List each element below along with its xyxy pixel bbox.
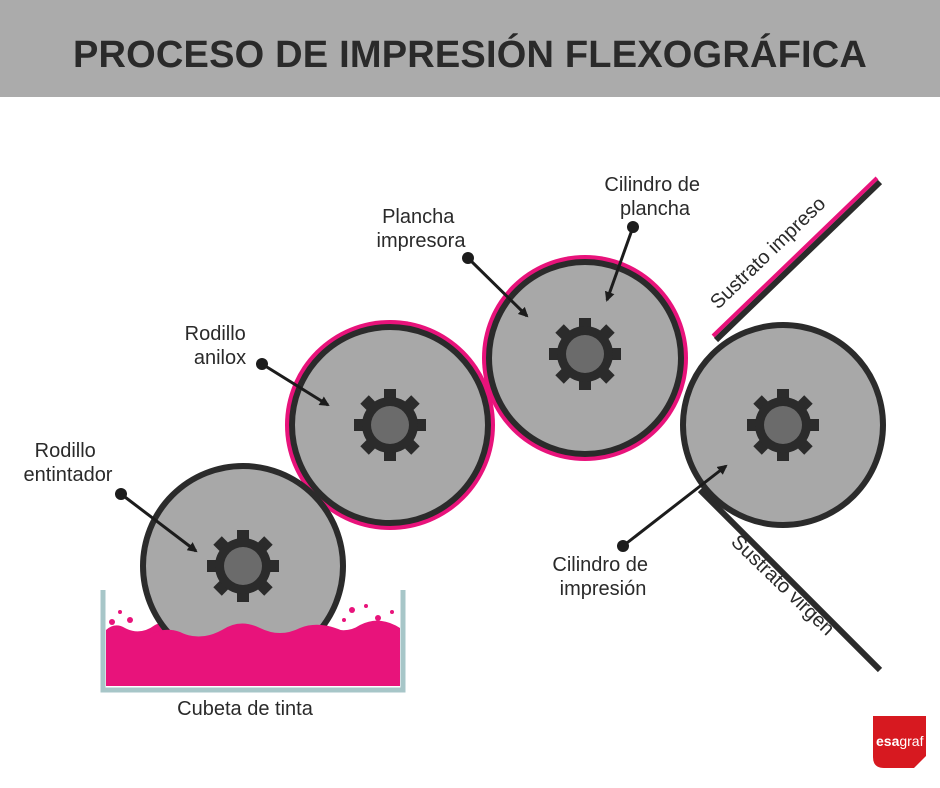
- virgin-substrate: [697, 487, 883, 673]
- label-rodillo-entintador: Rodillo entintador: [24, 440, 113, 486]
- label-cilindro-impresion: Cilindro de impresión: [552, 554, 653, 600]
- label-sustrato-impreso: Sustrato impreso: [706, 193, 830, 314]
- header-bar: PROCESO DE IMPRESIÓN FLEXOGRÁFICA: [0, 0, 940, 97]
- label-sustrato-virgen: Sustrato virgen: [727, 531, 839, 640]
- impression-cylinder: [680, 322, 886, 528]
- label-cubeta-tinta: Cubeta de tinta: [177, 698, 314, 720]
- esagraf-logo: esagraf: [873, 716, 926, 768]
- label-cilindro-plancha: Cilindro de plancha: [604, 174, 705, 220]
- plate-cylinder: [486, 259, 684, 457]
- callout-arrows: [115, 221, 728, 553]
- svg-text:esagraf: esagraf: [876, 733, 924, 749]
- anilox-roller: [289, 324, 491, 526]
- page-title: PROCESO DE IMPRESIÓN FLEXOGRÁFICA: [72, 34, 868, 76]
- printed-substrate: [713, 179, 883, 343]
- label-rodillo-anilox: Rodillo anilox: [185, 323, 252, 369]
- label-plancha-impresora: Plancha impresora: [377, 206, 467, 252]
